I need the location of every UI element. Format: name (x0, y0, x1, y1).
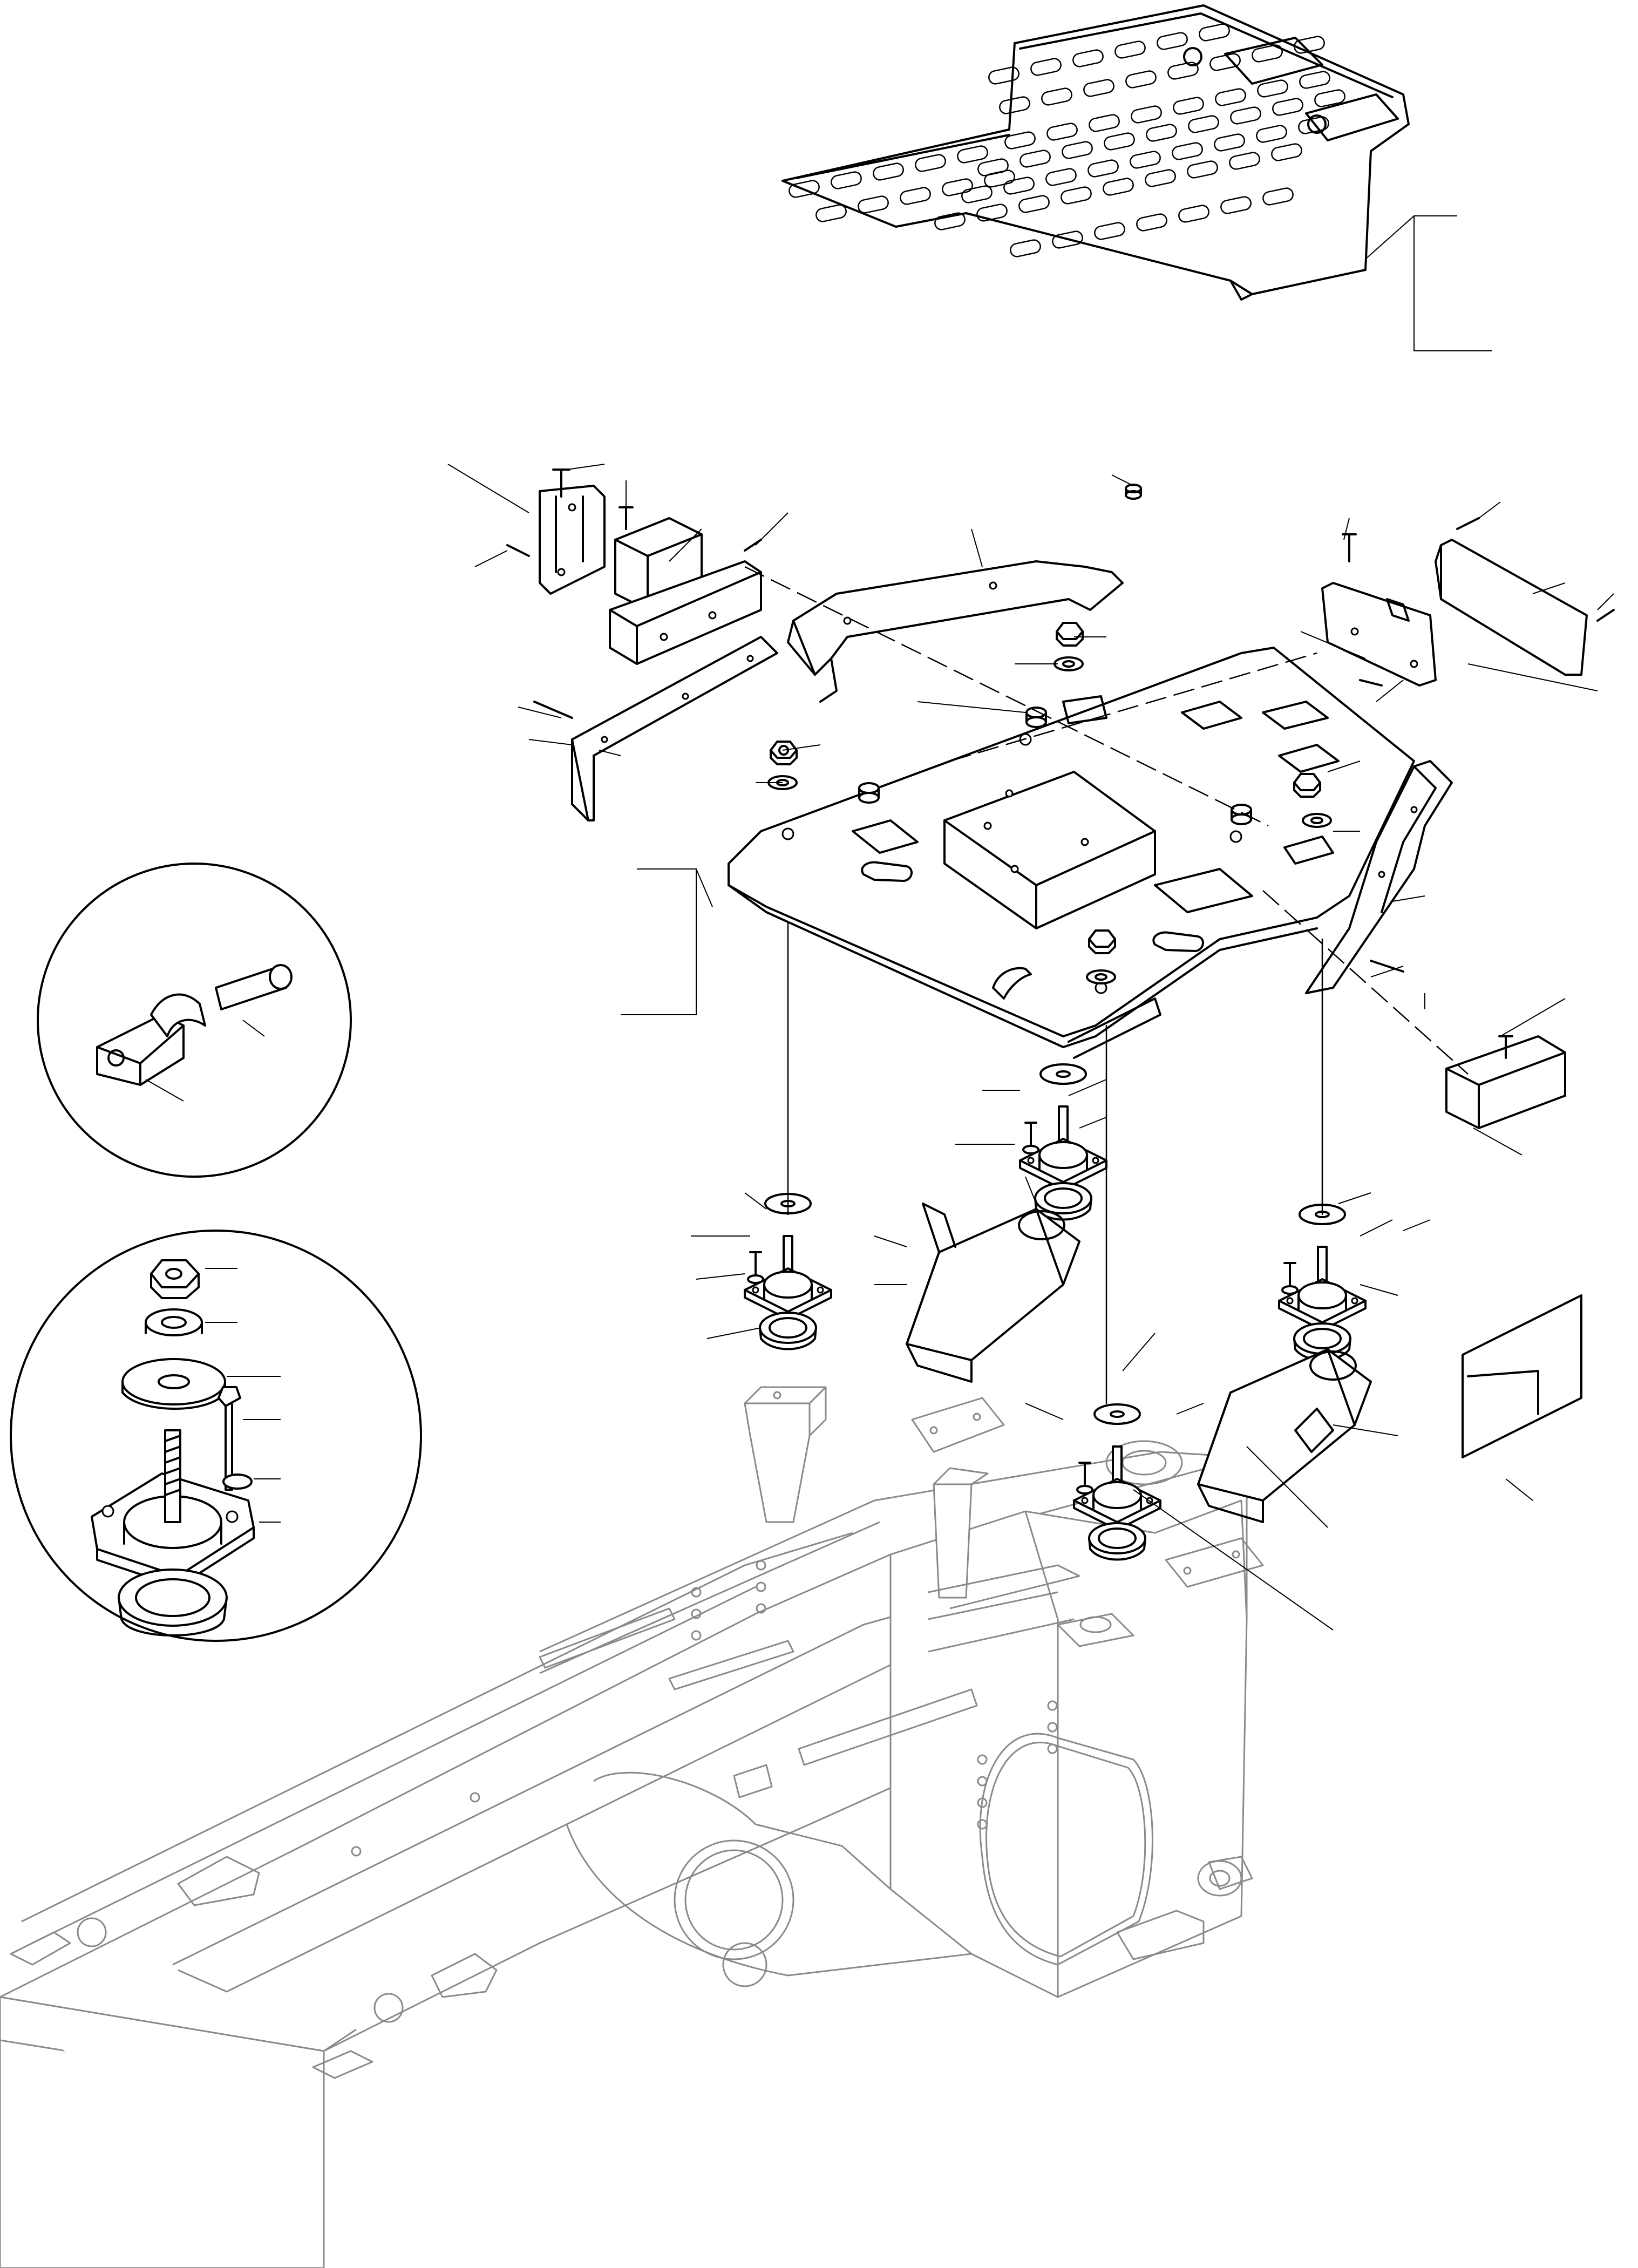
grille-slot (957, 145, 988, 164)
grille-slot (1157, 32, 1188, 50)
grille-slot (1083, 79, 1114, 97)
grille-slot (1062, 141, 1093, 159)
grille-slot (1041, 87, 1072, 106)
grille-slot (1257, 79, 1288, 98)
grille-slot (1019, 150, 1051, 168)
support-bracket-left (906, 1203, 1080, 1383)
grille-slot (1145, 169, 1176, 187)
isolator-mount (744, 1193, 832, 1350)
isolator-mounts (744, 1063, 1367, 1561)
alignment-line-1 (744, 566, 1269, 827)
grille-slot (1173, 97, 1204, 115)
grille-slot (1088, 159, 1119, 178)
grille-slot (1178, 205, 1209, 223)
grille-slot (1018, 195, 1050, 213)
grille-slot (999, 96, 1030, 114)
support-bracket-right (1197, 1348, 1372, 1523)
curved-rail (787, 560, 1124, 703)
grille-slot (1272, 98, 1303, 116)
grille-slot (1072, 49, 1104, 67)
top-left-brackets (539, 485, 762, 665)
assembly-bracket-line (1365, 215, 1492, 351)
grille-slot (1094, 222, 1125, 240)
grille-slot (934, 212, 966, 230)
grille-slot (831, 171, 862, 189)
grille-slot (1256, 125, 1287, 143)
detail-circle-isolator (10, 1230, 422, 1642)
grille-slot (1130, 151, 1161, 169)
grille-slot (1299, 71, 1330, 89)
grille-slot (1046, 123, 1078, 141)
grille-slot (1220, 196, 1252, 214)
grille-slot (1045, 168, 1077, 186)
grille-slot (1209, 53, 1241, 71)
isolator-mount (1278, 1204, 1367, 1361)
grille-slot (1061, 186, 1092, 205)
grille-slot (1089, 114, 1120, 132)
grille-slot (1010, 239, 1041, 257)
grille-slot (988, 66, 1019, 85)
right-block (1445, 1035, 1566, 1129)
grille-slot (1262, 187, 1294, 206)
alignment-line-2 (1262, 890, 1469, 1075)
isolator-mount (1073, 1403, 1161, 1561)
grille-slot (1104, 132, 1135, 151)
alignment-line-3 (949, 652, 1317, 762)
drop-lines (787, 922, 1323, 1404)
grille-slot (1229, 152, 1260, 170)
grille-slot (1172, 142, 1203, 160)
grille-slot (1103, 178, 1134, 196)
plate-assembly-bracket (621, 868, 713, 1015)
right-strip-bracket (1305, 760, 1453, 994)
grille-slot (1114, 40, 1146, 59)
grille-slot (873, 162, 904, 181)
grille-slot (976, 203, 1008, 222)
floor-grille-panel (781, 4, 1410, 301)
grille-slot (1214, 133, 1245, 152)
grille-slot (984, 169, 1015, 188)
grille-slot (1215, 88, 1246, 106)
grille-slot (915, 154, 946, 172)
cab-mount-plate (728, 647, 1415, 1059)
leader-lines (447, 464, 1614, 1631)
loose-bolts (506, 468, 1615, 1059)
grille-slot (1131, 105, 1162, 124)
left-strip-bracket (571, 636, 778, 821)
grille-slot (858, 195, 889, 214)
decal-sheet (1462, 1294, 1582, 1458)
grille-slot (789, 180, 820, 198)
grille-slot (1187, 160, 1218, 179)
grille-slot (900, 187, 931, 205)
grille-slot (1003, 176, 1035, 195)
detail-circle-clip (37, 863, 352, 1178)
top-right-plates (1321, 539, 1588, 687)
plate-nuts (767, 484, 1332, 984)
grille-slot (1199, 23, 1230, 42)
grille-slot (1167, 62, 1199, 80)
grille-slot (1052, 230, 1083, 249)
grille-slot (961, 185, 993, 203)
grille-slot (815, 204, 847, 222)
grille-slot (1188, 115, 1219, 133)
grille-slot (1252, 44, 1283, 63)
grille-slot (1030, 58, 1062, 76)
grille-slot (1271, 143, 1302, 161)
grille-slot (942, 178, 973, 196)
grille-slot (1146, 124, 1177, 142)
grille-slot (1294, 36, 1325, 54)
grille-slot (1136, 213, 1167, 232)
grille-slot (1004, 131, 1036, 150)
grille-slot (1230, 106, 1261, 125)
machine-frame (0, 1386, 1264, 2268)
grille-slot (1125, 70, 1157, 89)
grille-slot (1314, 89, 1345, 107)
